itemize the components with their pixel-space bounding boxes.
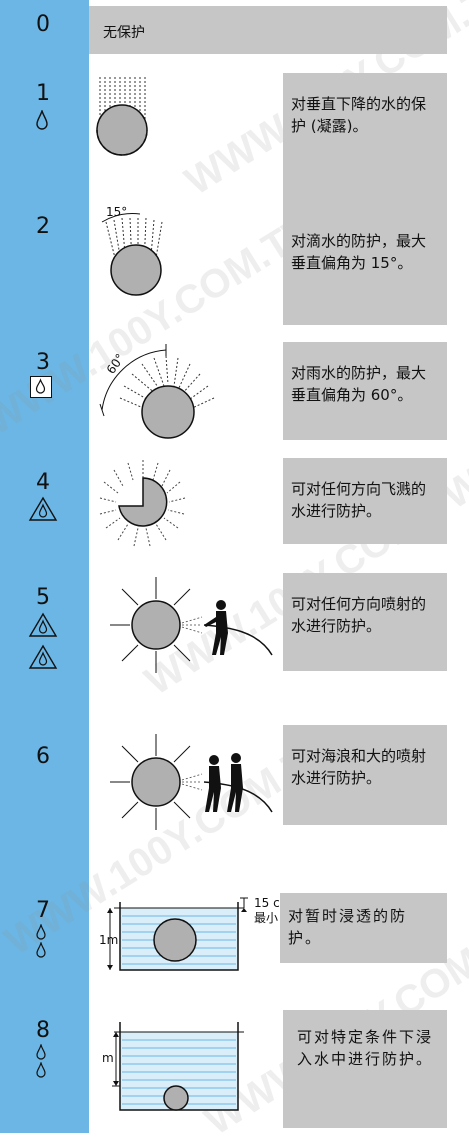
level-2-box: 对滴水的防护，最大垂直偏角为 15°。 [283, 210, 447, 325]
drop-icon [36, 924, 46, 940]
level-description: 可对任何方向喷射的水进行防护。 [291, 595, 427, 635]
rating-column [0, 0, 89, 1133]
drop-icon [36, 1062, 46, 1078]
continuous-immersion-figure: m [102, 1022, 244, 1111]
level-number: 8 [36, 1018, 50, 1043]
level-description: 对滴水的防护，最大垂直偏角为 15°。 [291, 232, 427, 272]
drop-icon [35, 378, 46, 394]
level-description: 对暂时浸透的防护。 [288, 907, 408, 947]
drop-icon [36, 1044, 46, 1060]
rain-60-degree-figure: 60° [99, 344, 215, 439]
level-5-box: 可对任何方向喷射的水进行防护。 [283, 573, 447, 671]
splash-figure [99, 460, 186, 547]
level-number: 4 [36, 470, 50, 495]
jet-water-figure [110, 577, 273, 673]
svg-text:m: m [102, 1051, 114, 1065]
level-number: 3 [36, 350, 50, 375]
svg-text:最小: 最小 [254, 911, 278, 925]
level-description: 可对任何方向飞溅的水进行防护。 [291, 480, 427, 520]
level-number: 5 [36, 585, 50, 610]
level-7-box: 对暂时浸透的防护。 [280, 893, 447, 963]
drip-15-degree-figure: 15° [101, 205, 163, 296]
temporary-immersion-figure: 1m 15 cm 最小 [99, 896, 280, 971]
level-description: 无保护 [103, 25, 145, 41]
svg-text:15°: 15° [106, 205, 127, 219]
drop-in-triangle-icon [28, 612, 58, 637]
level-description: 对雨水的防护，最大垂直偏角为 60°。 [291, 364, 427, 404]
vertical-drip-figure [96, 77, 148, 156]
level-4-box: 可对任何方向飞溅的水进行防护。 [283, 458, 447, 544]
svg-text:15 cm: 15 cm [254, 896, 280, 910]
drop-in-triangle-icon [28, 496, 58, 521]
level-0-box: 无保护 [89, 6, 447, 54]
svg-text:1m: 1m [99, 933, 118, 947]
svg-text:60°: 60° [104, 351, 128, 376]
level-8-box: 可对特定条件下浸入水中进行防护。 [283, 1010, 447, 1128]
level-3-box: 对雨水的防护，最大垂直偏角为 60°。 [283, 342, 447, 440]
level-number: 0 [36, 12, 50, 37]
drop-in-square-icon [30, 376, 52, 398]
level-number: 7 [36, 898, 50, 923]
level-description: 对垂直下降的水的保护 (凝露)。 [291, 95, 427, 135]
drop-icon [36, 110, 48, 130]
level-number: 6 [36, 744, 50, 769]
level-description: 可对海浪和大的喷射水进行防护。 [291, 747, 427, 787]
level-6-box: 可对海浪和大的喷射水进行防护。 [283, 725, 447, 825]
level-description: 可对特定条件下浸入水中进行防护。 [297, 1028, 434, 1068]
level-number: 2 [36, 214, 50, 239]
drop-in-triangle-icon [28, 644, 58, 669]
heavy-sea-figure [110, 734, 273, 830]
drop-icon [36, 942, 46, 958]
level-number: 1 [36, 81, 50, 106]
